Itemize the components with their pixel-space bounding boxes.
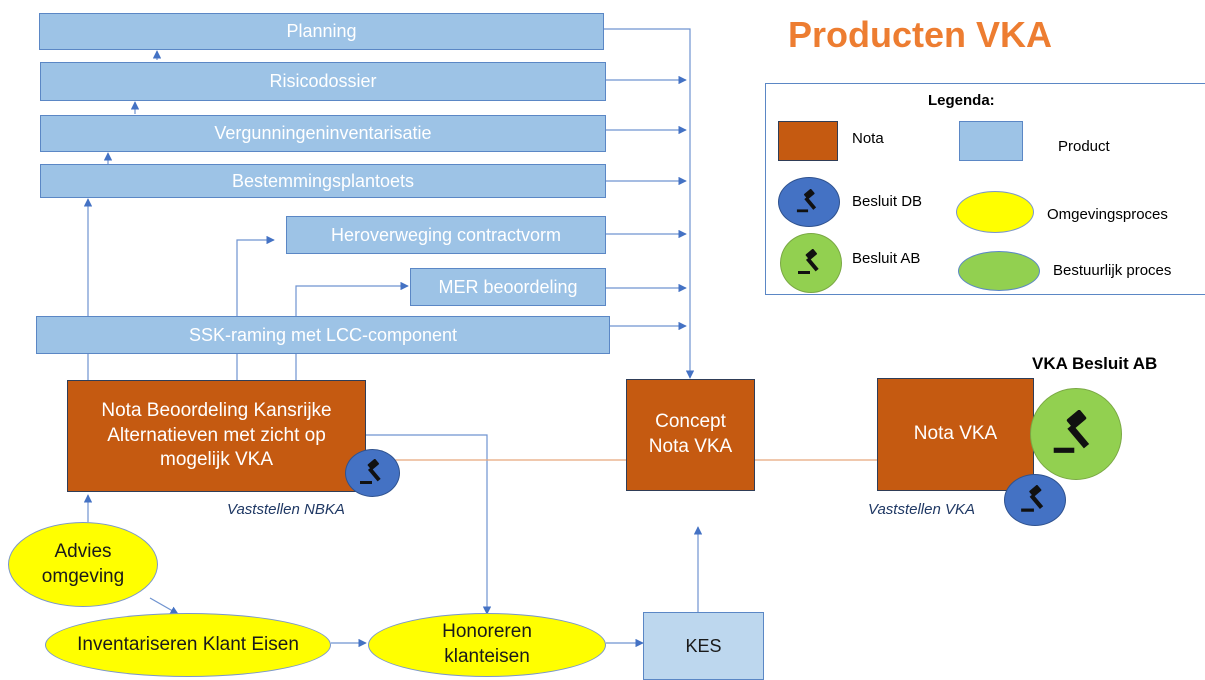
- gavel-icon: [359, 459, 381, 484]
- besluit-db-vka: [1004, 474, 1066, 526]
- product-mer-beoordeling: MER beoordeling: [410, 268, 606, 306]
- kes-box: KES: [643, 612, 764, 680]
- legend-omgeving-swatch: [956, 191, 1034, 233]
- honoreren-klanteisen: Honoreren klanteisen: [368, 613, 606, 677]
- product-bestemmingsplantoets-label: Bestemmingsplantoets: [231, 170, 415, 191]
- concept-nota-vka: Concept Nota VKA: [626, 379, 755, 491]
- legend-arrow-icon: [1144, 102, 1148, 106]
- kes-label: KES: [685, 635, 722, 656]
- product-planning: Planning: [39, 13, 604, 50]
- legend-title: Legenda:: [928, 92, 995, 109]
- gavel-icon: [1053, 410, 1090, 453]
- product-planning-label: Planning: [286, 21, 357, 41]
- nota-nbka: Nota Beoordeling Kansrijke Alternatieven…: [67, 380, 366, 492]
- product-heroverweging-contractvorm: Heroverweging contractvorm: [286, 216, 606, 254]
- product-risicodossier-label: Risicodossier: [269, 71, 377, 91]
- gavel-icon: [1021, 485, 1044, 512]
- product-ssk-raming: SSK-raming met LCC-component: [36, 316, 610, 354]
- nota-vka: Nota VKA: [877, 378, 1034, 491]
- legend-bestuurlijk-label: Bestuurlijk proces: [1053, 262, 1172, 279]
- legend-nota-swatch: [778, 121, 838, 161]
- caption-vaststellen-vka: Vaststellen VKA: [868, 501, 975, 518]
- legend-nota-label: Nota: [852, 130, 884, 147]
- product-heroverweging-label: Heroverweging contractvorm: [330, 224, 562, 245]
- product-risicodossier: Risicodossier: [40, 62, 606, 101]
- product-vergunningen-label: Vergunningeninventarisatie: [214, 123, 432, 143]
- gavel-icon: [798, 249, 819, 274]
- legend-omgeving-label: Omgevingsproces: [1047, 206, 1168, 223]
- product-bestemmingsplantoets: Bestemmingsplantoets: [40, 164, 606, 198]
- nota-nbka-label: Nota Beoordeling Kansrijke Alternatieven…: [101, 399, 332, 471]
- product-ssk-label: SSK-raming met LCC-component: [188, 324, 458, 345]
- besluit-db-nbka: [345, 449, 400, 497]
- product-mer-label: MER beoordeling: [438, 276, 578, 297]
- legend-besluit-db-label: Besluit DB: [852, 193, 923, 210]
- gavel-icon: [796, 189, 817, 213]
- legend-besluit-ab-label: Besluit AB: [852, 250, 921, 267]
- page-title: Producten VKA: [788, 14, 1053, 55]
- legend-besluit-ab-swatch: [780, 233, 842, 293]
- advies-omgeving: Advies omgeving: [8, 522, 158, 607]
- product-vergunningeninventarisatie: Vergunningeninventarisatie: [40, 115, 606, 152]
- inventariseren-klant-eisen: Inventariseren Klant Eisen: [45, 613, 331, 677]
- legend-product-swatch: [959, 121, 1023, 161]
- concept-nota-label: Concept Nota VKA: [648, 411, 733, 457]
- legend-besluit-db-swatch: [778, 177, 840, 227]
- honoreren-label: Honoreren klanteisen: [442, 621, 532, 667]
- advies-omgeving-label: Advies omgeving: [41, 540, 125, 587]
- caption-vaststellen-nbka: Vaststellen NBKA: [227, 501, 345, 518]
- inventariseren-label: Inventariseren Klant Eisen: [77, 633, 299, 655]
- legend-product-label: Product: [1058, 138, 1110, 155]
- besluit-ab-vka: [1030, 388, 1122, 480]
- legend: Legenda: Nota Product Besluit DB Omgevin…: [765, 83, 1205, 295]
- nota-vka-label: Nota VKA: [913, 423, 998, 445]
- caption-vka-besluit-ab: VKA Besluit AB: [1032, 354, 1158, 373]
- legend-bestuurlijk-swatch: [958, 251, 1040, 291]
